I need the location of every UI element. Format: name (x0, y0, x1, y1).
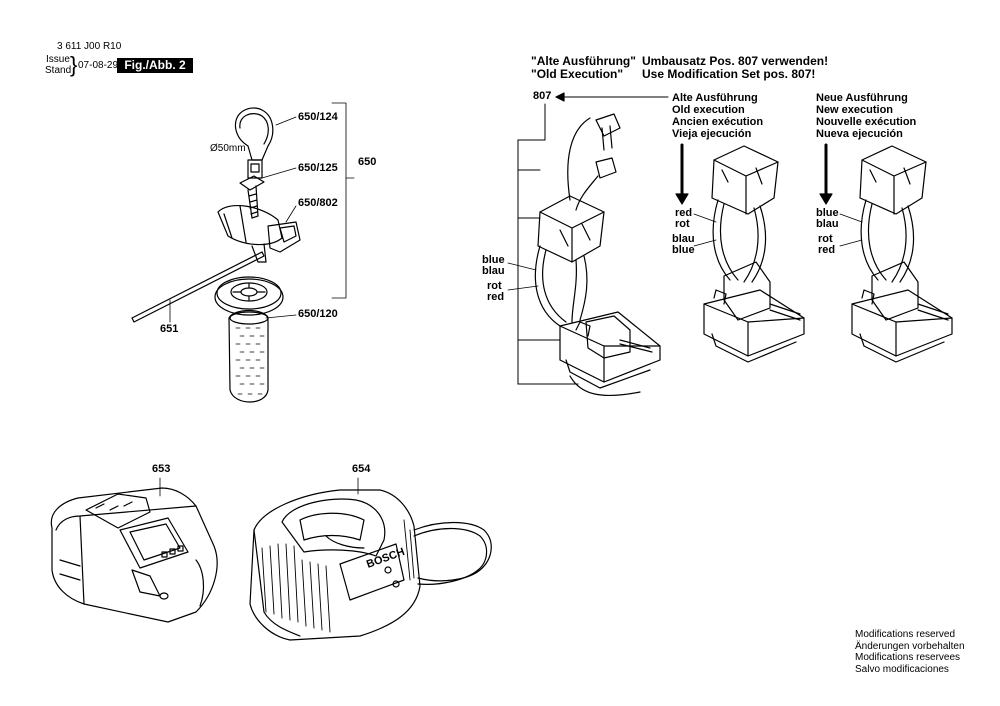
notice-line2-right: Use Modification Set pos. 807! (642, 67, 816, 81)
left-wire-top-labels: blue blau (482, 255, 505, 277)
new-execution-fr: Nouvelle exécution (816, 116, 917, 128)
old-wire-top-labels: red rot (675, 208, 692, 230)
old-wire-bottom-labels: blau blue (672, 234, 695, 256)
new-wire-bottom-labels: rot red (818, 234, 835, 256)
wire-label: blue (672, 244, 695, 256)
wire-label: red (818, 244, 836, 256)
part-651: 651 (160, 323, 179, 335)
left-wire-bottom-labels: rot red (487, 281, 504, 303)
wire-label: rot (487, 280, 502, 292)
footer-line-es: Salvo modificaciones (855, 663, 949, 675)
old-execution-unit (675, 143, 805, 363)
footer-line-fr: Modifications reservees (855, 652, 961, 663)
wire-label: red (487, 291, 505, 303)
brace-glyph: } (70, 52, 78, 77)
wire-label: red (675, 207, 693, 219)
modifications-notice-footer: Modifications reserved Änderungen vorbeh… (855, 629, 965, 675)
wire-label: blau (816, 218, 839, 230)
part-807: 807 (533, 90, 552, 102)
side-handle-assembly (131, 102, 355, 403)
issue-label: Issue (46, 54, 70, 65)
new-execution-unit (819, 143, 953, 363)
old-execution-es: Vieja ejecución (672, 128, 752, 140)
part-650-125: 650/125 (298, 162, 338, 174)
old-execution-de: Alte Ausführung (672, 92, 758, 104)
new-wire-top-labels: blue blau (816, 208, 839, 230)
charger-drawing (249, 477, 492, 641)
old-wiring-assembly (517, 92, 669, 397)
charger-brand-text: BOSCH (365, 546, 406, 571)
new-execution-en: New execution (816, 104, 894, 116)
old-execution-fr: Ancien exécution (672, 116, 764, 128)
wire-label: blue (482, 254, 505, 266)
new-execution-de: Neue Ausführung (816, 92, 908, 104)
footer-line-en: Modifications reserved (855, 629, 956, 640)
part-654: 654 (352, 463, 371, 475)
notice-line2-left: "Old Execution" (531, 67, 624, 81)
notice-line1-left: "Alte Ausführung" (531, 54, 636, 68)
old-execution-title: Alte Ausführung Old execution Ancien exé… (672, 92, 763, 140)
part-650-120: 650/120 (298, 308, 338, 320)
wire-label: blue (816, 207, 839, 219)
diameter-label: Ø50mm (210, 143, 246, 154)
part-653: 653 (152, 463, 171, 475)
old-execution-en: Old execution (672, 104, 745, 116)
issue-date: 07-08-29 (78, 60, 119, 71)
battery-pack-drawing (50, 477, 218, 623)
part-650-802: 650/802 (298, 197, 338, 209)
figure-label: Fig./Abb. 2 (117, 58, 193, 73)
wire-label: blau (672, 233, 695, 245)
doc-number: 3 611 J00 R10 (57, 41, 122, 52)
part-650-124: 650/124 (298, 111, 338, 123)
new-execution-title: Neue Ausführung New execution Nouvelle e… (816, 92, 916, 140)
wire-label: rot (818, 233, 833, 245)
footer-line-de: Änderungen vorbehalten (855, 640, 965, 652)
wire-label: rot (675, 218, 690, 230)
wire-label: blau (482, 265, 505, 277)
notice-line1-right: Umbausatz Pos. 807 verwenden! (642, 54, 829, 68)
part-650-group: 650 (358, 156, 377, 168)
new-execution-es: Nueva ejecución (816, 128, 903, 140)
stand-label: Stand (45, 65, 72, 76)
